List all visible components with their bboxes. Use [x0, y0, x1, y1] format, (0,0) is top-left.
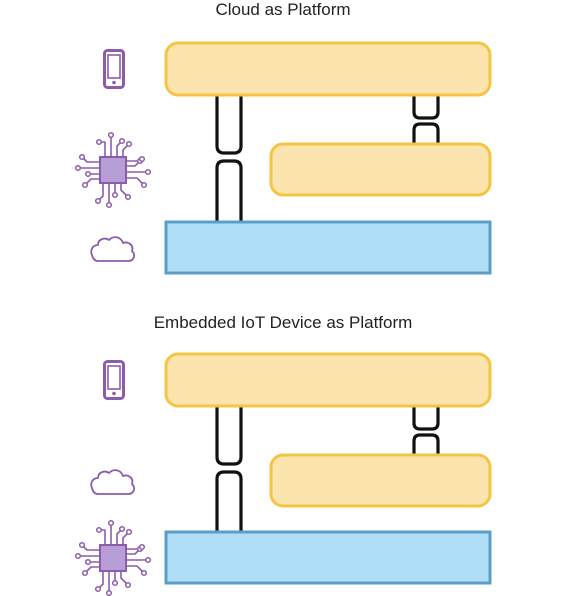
app-layer-box	[164, 352, 492, 408]
app-layer-box	[164, 41, 492, 97]
connector-left	[215, 95, 243, 222]
smartphone-icon	[103, 360, 125, 400]
diagram-title-cloud-platform: Cloud as Platform	[215, 0, 351, 19]
platform-layer-box	[164, 530, 492, 585]
platform-layer-box	[164, 220, 492, 275]
connector-right	[412, 406, 440, 456]
middle-layer-box	[269, 142, 492, 197]
microchip-icon	[74, 131, 152, 209]
diagram-embedded-platform	[74, 352, 492, 596]
cloud-icon	[90, 236, 135, 262]
connector-right	[412, 95, 440, 146]
diagram-title-embedded-platform: Embedded IoT Device as Platform	[153, 313, 413, 332]
microchip-icon	[74, 519, 152, 596]
diagram-cloud-platform	[74, 41, 492, 275]
connector-left	[215, 406, 243, 532]
middle-layer-box	[269, 453, 492, 508]
cloud-icon	[90, 469, 135, 495]
smartphone-icon	[103, 49, 125, 89]
